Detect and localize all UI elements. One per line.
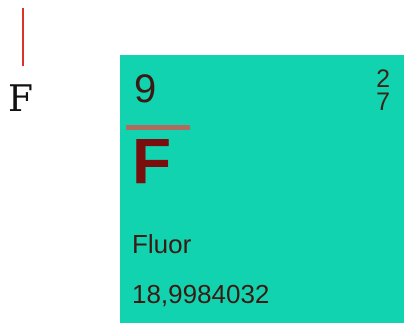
electron-shell-1: 2: [376, 65, 390, 93]
electron-shell-2: 7: [376, 88, 390, 116]
element-symbol: F: [132, 125, 172, 197]
atomic-number: 9: [134, 67, 157, 111]
atomic-mass: 18,9984032: [132, 279, 270, 309]
electron-shells: 2 7: [376, 65, 390, 116]
atomic-number-underline: [126, 125, 190, 130]
element-name: Fluor: [132, 229, 192, 259]
side-symbol-label: F: [8, 79, 33, 120]
red-marker-line: [22, 8, 24, 66]
element-tile[interactable]: 9 2 7 F Fluor 18,9984032: [120, 55, 404, 323]
